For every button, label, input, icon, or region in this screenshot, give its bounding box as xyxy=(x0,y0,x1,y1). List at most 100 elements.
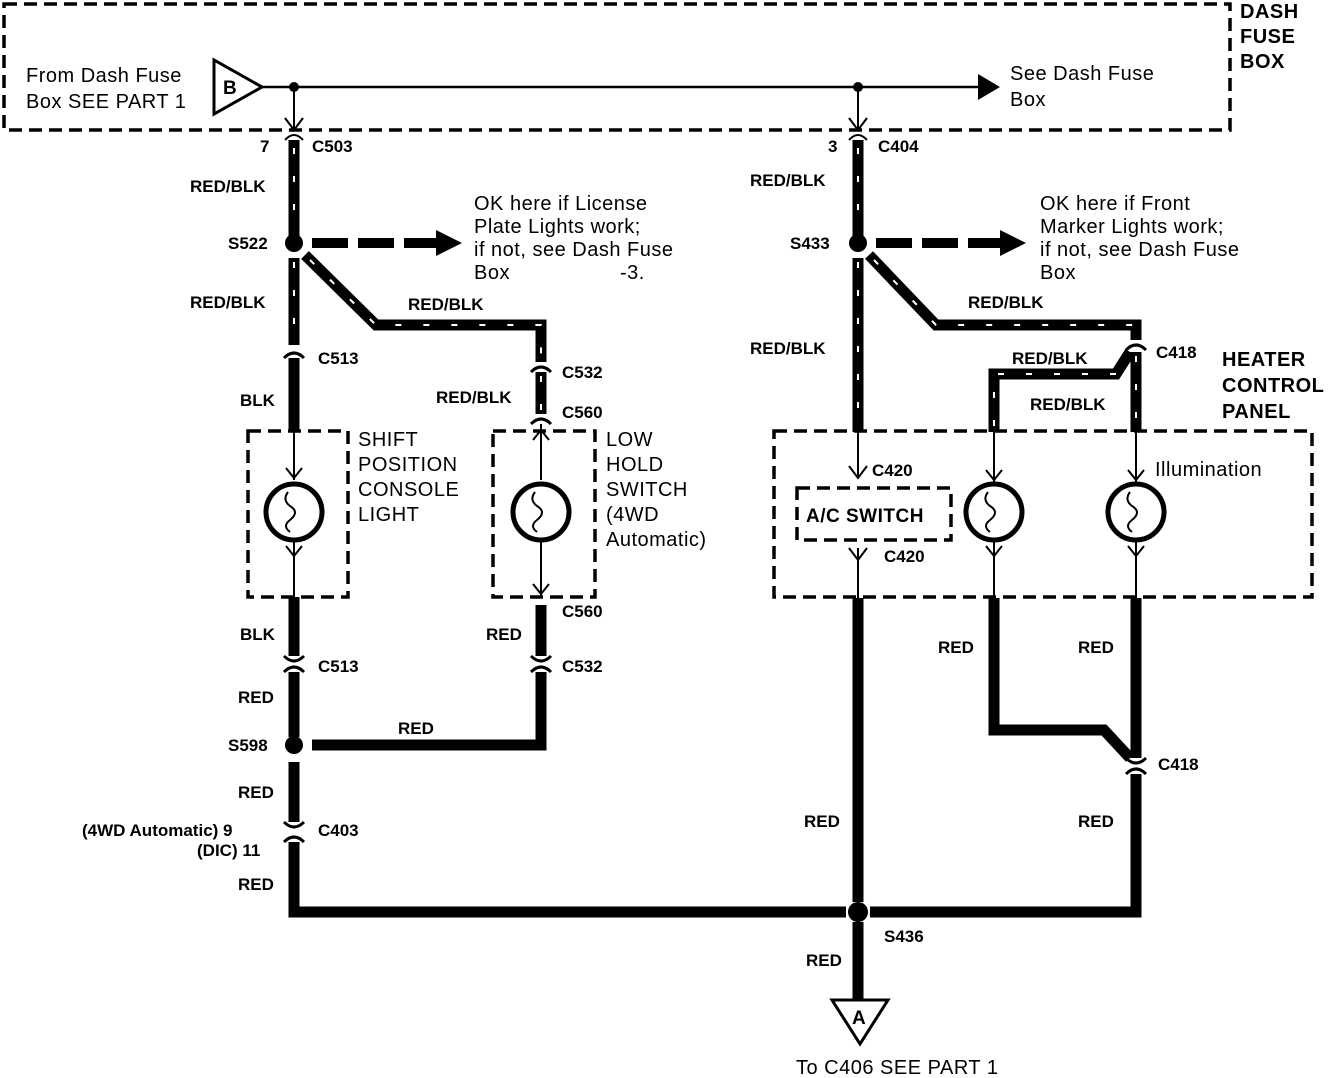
wire-label-red-s598-right: RED xyxy=(398,719,434,738)
low-hold-filament xyxy=(531,491,543,533)
dash-fuse-box-outline xyxy=(2,2,1232,132)
wire-label-red-right: RED xyxy=(1078,638,1114,657)
shift-light-label-1: SHIFT xyxy=(358,429,418,451)
c403-pin-label-2: (DIC) 11 xyxy=(197,841,260,860)
wire-s433-c418-stripe xyxy=(873,259,1136,326)
splice-s436 xyxy=(848,902,868,922)
splice-s433 xyxy=(849,234,867,252)
wire-label-c418-left: RED/BLK xyxy=(1012,349,1088,368)
c560-top-connector-symbol xyxy=(529,417,553,426)
heater-bulb-right-arrow-top xyxy=(1127,469,1145,482)
wire-label-red-c418-below: RED xyxy=(1078,812,1114,831)
wire-s522-c532 xyxy=(301,251,547,362)
c560-top-label: C560 xyxy=(562,403,603,422)
see-dash-fuse-label-1: See Dash Fuse xyxy=(1010,63,1154,85)
c404-connector-symbol xyxy=(848,117,868,141)
wire-c418-s436 xyxy=(870,774,1142,918)
splice-s598-label: S598 xyxy=(228,736,268,755)
wire-label-red-bottom: RED xyxy=(238,875,274,894)
wire-label-c418-right: RED/BLK xyxy=(1030,395,1106,414)
shift-position-light-box xyxy=(246,429,350,599)
wire-label-s522-c532: RED/BLK xyxy=(408,295,484,314)
wire-label-red-s598-top: RED xyxy=(238,688,274,707)
c532-bottom-connector-symbol xyxy=(529,654,553,674)
c418-top-label: C418 xyxy=(1156,343,1197,362)
s433-note-line-4: Box xyxy=(1040,262,1076,284)
heater-panel-label-3: PANEL xyxy=(1222,401,1291,423)
connector-a-label: A xyxy=(852,1008,866,1029)
wire-label-red-ac: RED xyxy=(804,812,840,831)
heater-bulb-right-filament xyxy=(1126,491,1138,533)
wire-label-c404-s433: RED/BLK xyxy=(750,171,826,190)
illumination-label: Illumination xyxy=(1155,459,1262,481)
bus-arrowhead xyxy=(978,74,1000,100)
from-dash-fuse-label-1: From Dash Fuse xyxy=(26,65,182,87)
ac-switch-box xyxy=(795,486,953,542)
c503-connector-symbol xyxy=(284,117,304,141)
from-dash-fuse-label-2: Box SEE PART 1 xyxy=(26,91,186,113)
s433-note-line-1: OK here if Front xyxy=(1040,193,1190,215)
c403-connector-symbol xyxy=(282,820,306,844)
splice-s522 xyxy=(285,234,303,252)
c513-bottom-label: C513 xyxy=(318,657,359,676)
wire-label-red-left: RED xyxy=(938,638,974,657)
s433-note-line-2: Marker Lights work; xyxy=(1040,216,1224,238)
splice-s598 xyxy=(285,736,303,754)
low-hold-label-2: HOLD xyxy=(606,454,664,476)
low-hold-switch-box xyxy=(491,429,597,599)
s522-note-arrowhead xyxy=(436,230,462,256)
s522-note-line-5: -3. xyxy=(620,262,645,284)
to-c406-label: To C406 SEE PART 1 xyxy=(796,1057,998,1078)
dash-fuse-box-title-1: DASH xyxy=(1240,1,1299,23)
s433-note-line-3: if not, see Dash Fuse xyxy=(1040,239,1239,261)
s522-note-line-3: if not, see Dash Fuse xyxy=(474,239,673,261)
dash-fuse-box-title-2: FUSE xyxy=(1240,26,1295,48)
shift-light-lead-top-arrow xyxy=(285,467,303,480)
connector-b-triangle xyxy=(212,57,266,117)
c503-label: C503 xyxy=(312,137,353,156)
wire-label-blk-bottom: BLK xyxy=(240,625,276,644)
shift-light-label-2: POSITION xyxy=(358,454,458,476)
c418-bottom-connector-symbol xyxy=(1124,756,1148,776)
shift-light-label-3: CONSOLE xyxy=(358,479,459,501)
s522-note-line-4: Box xyxy=(474,262,510,284)
wire-label-s433-c418: RED/BLK xyxy=(968,293,1044,312)
c403-label: C403 xyxy=(318,821,359,840)
wire-label-red-c560: RED xyxy=(486,625,522,644)
low-hold-label-3: SWITCH xyxy=(606,479,688,501)
c420-top-connector-symbol xyxy=(848,465,868,480)
heater-control-panel-box xyxy=(772,429,1314,599)
wire-c532-s598 xyxy=(312,672,547,751)
c532-top-label: C532 xyxy=(562,363,603,382)
wire-label-blk-top: BLK xyxy=(240,391,276,410)
c513-top-connector-symbol xyxy=(282,351,306,360)
wire-label-red-c403-top: RED xyxy=(238,783,274,802)
low-hold-label-4: (4WD xyxy=(606,504,659,526)
c403-pin-label-1: (4WD Automatic) 9 xyxy=(82,821,233,840)
c404-pin: 3 xyxy=(828,137,837,156)
low-hold-label-1: LOW xyxy=(606,429,653,451)
c532-bottom-label: C532 xyxy=(562,657,603,676)
heater-panel-label-2: CONTROL xyxy=(1222,375,1324,397)
connector-b-label: B xyxy=(223,78,237,99)
wire-label-s433-c420: RED/BLK xyxy=(750,339,826,358)
c503-pin: 7 xyxy=(260,137,269,156)
wire-s433-c418 xyxy=(865,251,1142,340)
wire-left-bulb-c418 xyxy=(988,598,1135,762)
wire-label-c503-s522: RED/BLK xyxy=(190,177,266,196)
c418-bottom-label: C418 xyxy=(1158,755,1199,774)
dash-fuse-box-title-3: BOX xyxy=(1240,51,1285,73)
wire-label-s522-c513: RED/BLK xyxy=(190,293,266,312)
heater-bulb-left-arrow-top xyxy=(985,469,1003,482)
shift-light-filament xyxy=(284,491,296,533)
c513-bottom-connector-symbol xyxy=(282,654,306,674)
see-dash-fuse-label-2: Box xyxy=(1010,89,1046,111)
wire-c403-s436 xyxy=(288,842,846,918)
heater-panel-label-1: HEATER xyxy=(1222,349,1306,371)
c420-top-label: C420 xyxy=(872,461,913,480)
low-hold-lead-top-arrow xyxy=(532,428,550,441)
c560-bottom-label: C560 xyxy=(562,602,603,621)
splice-s436-label: S436 xyxy=(884,927,924,946)
c513-top-label: C513 xyxy=(318,349,359,368)
heater-bulb-left-filament xyxy=(984,491,996,533)
